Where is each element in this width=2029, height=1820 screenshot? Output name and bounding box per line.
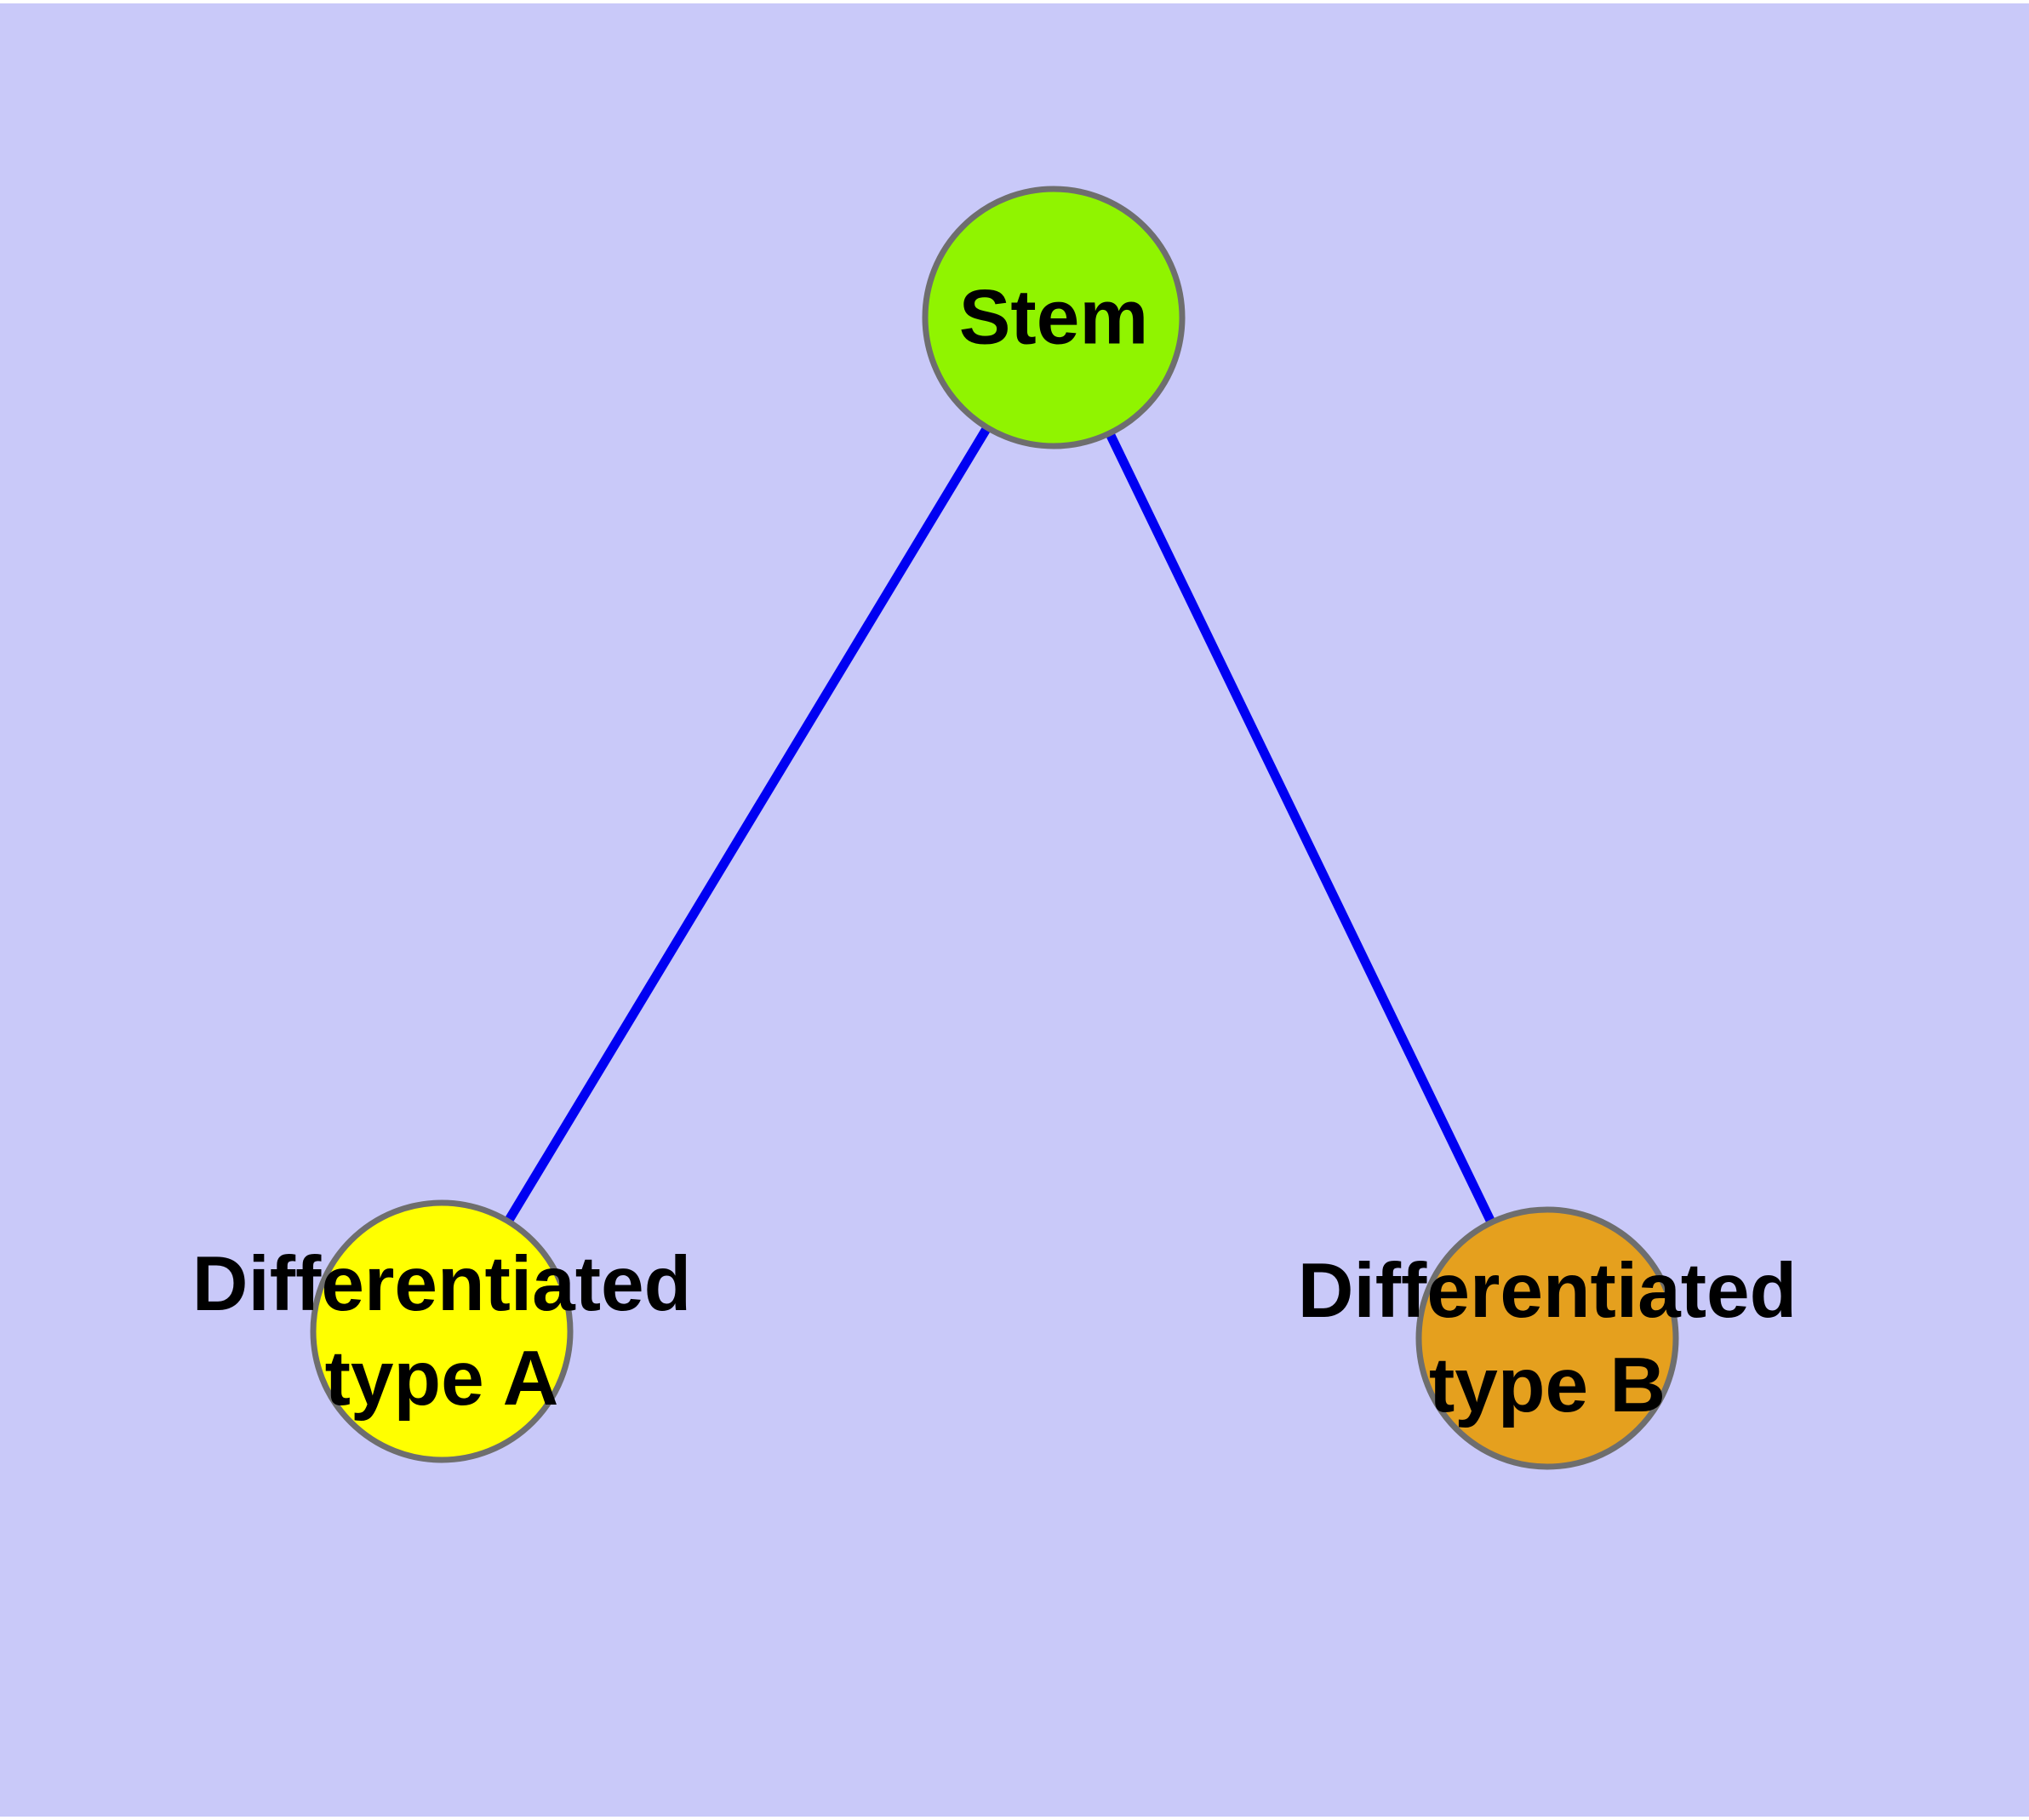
node-differentiated-type-a-label-line1: Differentiated [192, 1241, 692, 1327]
node-differentiated-type-b [1415, 1206, 1679, 1470]
node-stem-label: Stem [959, 275, 1149, 361]
node-stem [922, 186, 1186, 449]
node-differentiated-type-a [310, 1199, 574, 1463]
node-differentiated-type-b-label-line2: type B [1429, 1342, 1666, 1428]
node-differentiated-type-a-label-line2: type A [325, 1336, 559, 1422]
edge-stem-to-type-b [1049, 315, 1552, 1341]
edge-stem-to-type-a [437, 315, 1058, 1334]
node-differentiated-type-b-label-line1: Differentiated [1298, 1248, 1798, 1334]
